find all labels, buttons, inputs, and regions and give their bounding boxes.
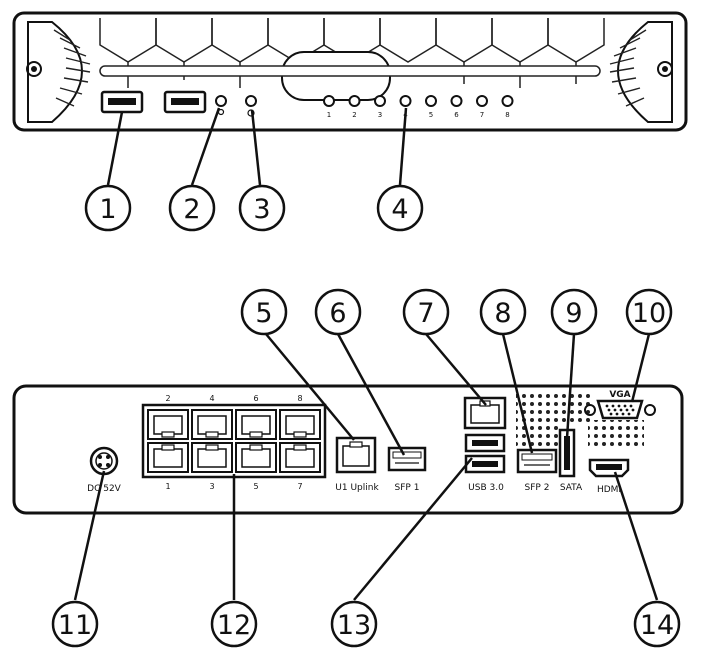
callout-1: 1 <box>84 184 132 232</box>
front-port-led: 5 <box>425 95 437 119</box>
uplink-port[interactable] <box>335 436 377 474</box>
callout-5: 5 <box>240 288 288 336</box>
hdmi-label: HDMI <box>597 485 621 495</box>
hdmi-port[interactable] <box>588 458 630 478</box>
callout-number: 10 <box>632 298 666 329</box>
usb3-label: USB 3.0 <box>468 483 504 493</box>
front-usb-port-2[interactable] <box>163 90 207 114</box>
front-port-led-number: 2 <box>352 111 356 119</box>
callout-number: 11 <box>58 610 92 641</box>
front-port-led-number: 7 <box>480 111 484 119</box>
front-right-screw-icon <box>657 61 673 77</box>
callout-8: 8 <box>479 288 527 336</box>
callout-number: 2 <box>183 194 200 225</box>
callout-4: 4 <box>376 184 424 232</box>
callout-number: 9 <box>565 298 582 329</box>
rj45-ports <box>147 409 321 473</box>
uplink-label: U1 Uplink <box>335 483 379 493</box>
rj45-top-number: 2 <box>165 394 170 403</box>
rj45-bottom-number: 3 <box>209 482 214 491</box>
front-left-wing <box>27 21 83 123</box>
front-port-led: 7 <box>476 95 488 119</box>
rj45-port[interactable] <box>235 409 277 440</box>
vga-screw-left-icon <box>584 404 596 416</box>
front-port-led-number: 3 <box>378 111 382 119</box>
rj45-bottom-numbers: 1 3 5 7 <box>165 482 302 491</box>
callout-3: 3 <box>238 184 286 232</box>
vga-screw-right-icon <box>644 404 656 416</box>
esata-label: SATA <box>560 483 583 493</box>
front-right-wing <box>617 21 673 123</box>
callout-2: 2 <box>168 184 216 232</box>
back-panel: DC 52V 2 4 6 8 1 3 5 7 U1 Uplink SFP 1 <box>12 384 684 515</box>
front-leader-lines <box>106 107 408 186</box>
sfp1-port[interactable] <box>387 446 427 472</box>
callout-number: 5 <box>255 298 272 329</box>
callout-number: 1 <box>99 194 116 225</box>
callout-number: 12 <box>217 610 251 641</box>
callout-12: 12 <box>210 600 258 648</box>
vent-grill-mid <box>516 426 560 446</box>
front-port-led: 8 <box>501 95 514 119</box>
rj45-port[interactable] <box>147 409 189 440</box>
vent-grill-top <box>516 392 590 426</box>
rj45-port[interactable] <box>279 409 321 440</box>
sfp1-label: SFP 1 <box>395 483 420 493</box>
rj45-port[interactable] <box>191 409 233 440</box>
front-slot <box>99 65 601 77</box>
usb3-port-top[interactable] <box>464 433 506 453</box>
front-usb-port-1[interactable] <box>100 90 144 114</box>
dc-power-label: DC 52V <box>87 484 122 494</box>
rj45-bottom-number: 1 <box>165 482 170 491</box>
rj45-top-numbers: 2 4 6 8 <box>165 394 302 403</box>
sfp2-port[interactable] <box>516 448 558 474</box>
back-leader-lines <box>73 333 659 601</box>
callout-14: 14 <box>633 600 681 648</box>
rj45-top-number: 8 <box>297 394 302 403</box>
callout-9: 9 <box>550 288 598 336</box>
callout-number: 13 <box>337 610 371 641</box>
front-port-led: 6 <box>450 95 463 119</box>
vent-grill-right <box>588 420 644 448</box>
callout-11: 11 <box>51 600 99 648</box>
sfp2-label: SFP 2 <box>525 483 550 493</box>
callout-number: 8 <box>494 298 511 329</box>
rj45-port[interactable] <box>235 442 277 473</box>
rj45-port[interactable] <box>191 442 233 473</box>
rj45-port[interactable] <box>147 442 189 473</box>
rj45-port[interactable] <box>279 442 321 473</box>
front-port-led: 3 <box>374 95 386 119</box>
callout-13: 13 <box>330 600 378 648</box>
front-port-led-number: 6 <box>454 111 459 119</box>
front-status-led <box>245 95 257 117</box>
rj45-bottom-number: 7 <box>297 482 302 491</box>
front-port-led-number: 8 <box>505 111 509 119</box>
callout-number: 7 <box>417 298 434 329</box>
callout-7: 7 <box>402 288 450 336</box>
callout-6: 6 <box>314 288 362 336</box>
rj45-top-number: 4 <box>209 394 214 403</box>
rj45-bottom-number: 5 <box>253 482 258 491</box>
front-port-led: 2 <box>348 95 361 119</box>
vga-label: VGA <box>609 390 630 400</box>
callout-number: 3 <box>253 194 270 225</box>
front-left-screw-icon <box>26 61 42 77</box>
callout-number: 14 <box>640 610 674 641</box>
dc-power-jack[interactable] <box>89 446 119 476</box>
callout-number: 4 <box>391 194 408 225</box>
front-port-led: 1 <box>323 95 335 119</box>
vga-port[interactable] <box>596 399 644 420</box>
callout-10: 10 <box>625 288 673 336</box>
front-port-led-number: 5 <box>429 111 433 119</box>
rj45-top-number: 6 <box>253 394 258 403</box>
front-port-led-number: 1 <box>327 111 331 119</box>
callout-number: 6 <box>329 298 346 329</box>
